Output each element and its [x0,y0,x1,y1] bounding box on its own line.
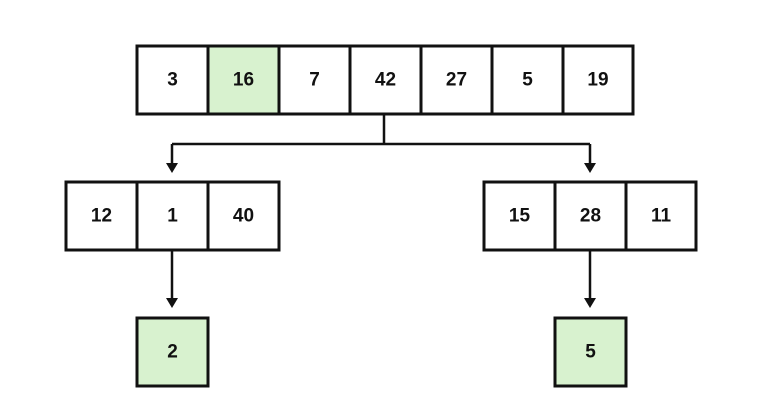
left-array-cell-box [135,180,210,252]
top-array-cell-6: 19 [561,44,635,116]
right-result: 5 [553,316,628,388]
right-array-cell-box [482,180,557,252]
top-array-cell-value: 3 [167,70,178,91]
left-result-box [135,316,210,388]
right-array-cell-1: 28 [553,180,628,252]
right-array-cell-value: 28 [580,206,601,227]
top-array-cell-box [419,44,494,116]
connectors [166,115,596,308]
arrow-to-left-array [166,163,178,173]
top-array-cell-4: 27 [419,44,494,116]
left-result: 2 [135,316,210,388]
top-array-cell-value: 16 [233,70,254,91]
right-array-cell-value: 11 [651,206,672,227]
left-array-cell-value: 12 [91,206,112,227]
right-array-cell-value: 15 [509,206,531,227]
right-array: 15 28 11 [482,180,698,252]
right-array-cell-2: 11 [624,180,698,252]
arrow-to-right-result [584,298,596,308]
right-array-cell-box [624,180,698,252]
top-array-cell-box [348,44,423,116]
top-array-cell-0: 3 [135,44,210,116]
top-array-cell-1: 16 [206,44,281,116]
top-array-cell-value: 42 [375,70,396,91]
left-array-cell-0: 12 [64,180,139,252]
left-array-cell-box [206,180,281,252]
left-array-cell-1: 1 [135,180,210,252]
top-array-cell-box [277,44,352,116]
top-array: 3 16 7 42 27 5 19 [135,44,635,116]
top-array-cell-5: 5 [490,44,565,116]
top-array-cell-box [561,44,635,116]
right-array-cell-box [553,180,628,252]
top-array-cell-value: 7 [309,70,320,91]
left-result-value: 2 [167,342,178,363]
arrow-to-left-result [166,298,178,308]
left-array-cell-value: 1 [167,206,178,227]
top-to-children-connector [170,115,592,163]
right-array-cell-0: 15 [482,180,557,252]
top-array-cell-box [206,44,281,116]
right-result-box [553,316,628,388]
left-array-cell-2: 40 [206,180,281,252]
top-array-cell-value: 19 [587,70,608,91]
left-array: 12 1 40 [64,180,281,252]
top-array-cell-box [135,44,210,116]
arrow-to-right-array [584,163,596,173]
top-array-cell-3: 42 [348,44,423,116]
right-result-value: 5 [585,342,596,363]
left-array-cell-value: 40 [233,206,254,227]
top-array-cell-value: 5 [522,70,533,91]
top-array-cell-value: 27 [446,70,467,91]
top-array-cell-2: 7 [277,44,352,116]
